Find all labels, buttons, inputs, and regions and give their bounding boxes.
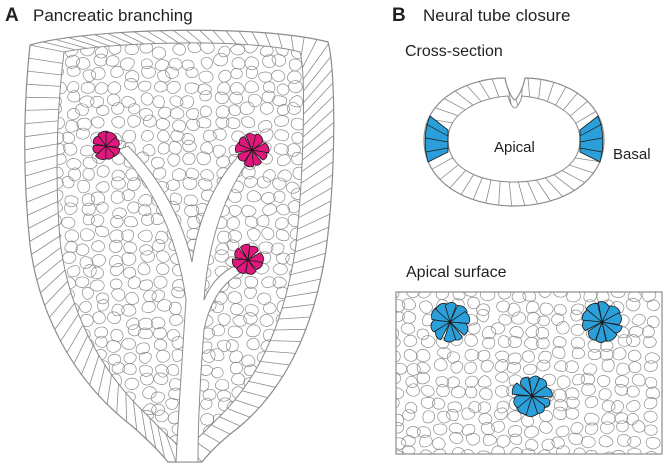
apical-surface-label: Apical surface (406, 264, 507, 282)
panel-a-title: Pancreatic branching (33, 6, 193, 26)
basal-label: Basal (613, 146, 651, 163)
cross-section-label: Cross-section (405, 43, 503, 61)
panel-a-letter: A (5, 5, 19, 27)
pancreas-diagram (25, 30, 334, 462)
apical-label: Apical (494, 139, 535, 156)
panel-b-letter: B (392, 5, 406, 27)
panel-b-title: Neural tube closure (423, 6, 570, 26)
apical-surface-diagram (386, 284, 662, 462)
